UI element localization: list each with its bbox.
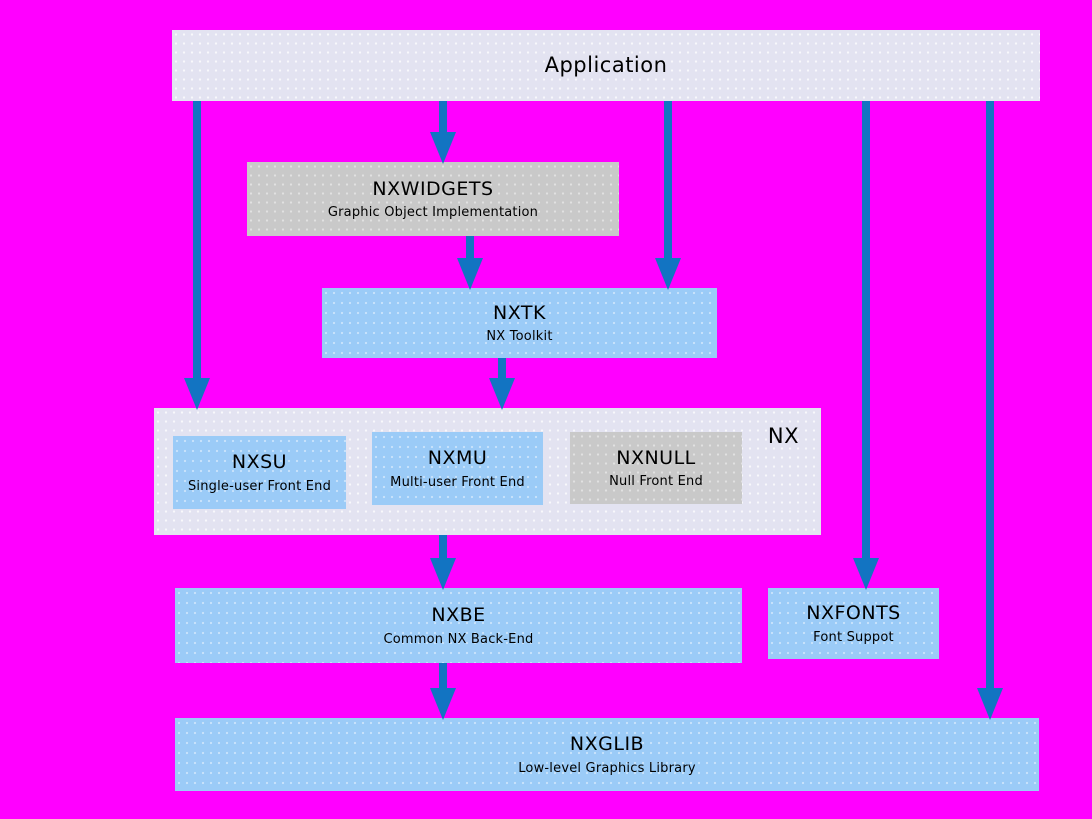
- nxglib-title: NXGLIB: [569, 733, 645, 756]
- nxsu-subtitle: Single-user Front End: [187, 478, 332, 494]
- nxtk-title: NXTK: [493, 301, 546, 324]
- nxnull-title: NXNULL: [616, 446, 696, 469]
- arrow-head-icon: [430, 558, 456, 590]
- arrow-shaft: [664, 101, 672, 264]
- arrow-shaft: [986, 101, 994, 694]
- application-box: Application: [172, 30, 1040, 101]
- nxnull-box: NXNULL Null Front End: [570, 432, 742, 504]
- arrow-shaft: [193, 101, 201, 384]
- arrow-application-to-nxwidgets-icon: [430, 101, 456, 164]
- nxbe-title: NXBE: [431, 604, 486, 627]
- arrow-shaft: [439, 101, 447, 138]
- nx-group-box: NX NXSU Single-user Front End NXMU Multi…: [154, 408, 821, 535]
- nxfonts-subtitle: Font Suppot: [813, 629, 894, 645]
- arrow-shaft: [439, 535, 447, 564]
- arrow-nxtk-to-nx-icon: [489, 358, 515, 410]
- arrow-head-icon: [184, 378, 210, 410]
- nxbe-subtitle: Common NX Back-End: [383, 631, 534, 647]
- nxfonts-box: NXFONTS Font Suppot: [768, 588, 939, 659]
- arrow-nxwidgets-to-nxtk-icon: [457, 236, 483, 290]
- arrow-shaft: [466, 236, 474, 264]
- arrow-application-to-nxglib-icon: [977, 101, 1003, 720]
- application-title: Application: [544, 53, 668, 78]
- arrow-head-icon: [430, 688, 456, 720]
- arrow-shaft: [862, 101, 870, 564]
- nxbe-box: NXBE Common NX Back-End: [175, 588, 742, 663]
- nxglib-box: NXGLIB Low-level Graphics Library: [175, 718, 1039, 791]
- arrow-head-icon: [489, 378, 515, 410]
- arrow-application-to-nxfonts-icon: [853, 101, 879, 590]
- nxfonts-title: NXFONTS: [806, 602, 901, 625]
- nxnull-subtitle: Null Front End: [609, 474, 703, 490]
- arrow-head-icon: [430, 132, 456, 164]
- nxmu-subtitle: Multi-user Front End: [390, 474, 525, 490]
- arrow-nxbe-to-nxglib-icon: [430, 663, 456, 720]
- nxsu-title: NXSU: [231, 451, 288, 474]
- nxglib-subtitle: Low-level Graphics Library: [518, 760, 696, 776]
- arrow-head-icon: [655, 258, 681, 290]
- arrow-application-to-nxtk-icon: [655, 101, 681, 290]
- arrow-head-icon: [853, 558, 879, 590]
- nx-group-label: NX: [767, 424, 799, 448]
- arrow-application-to-nx-icon: [184, 101, 210, 410]
- nxwidgets-box: NXWIDGETS Graphic Object Implementation: [247, 162, 619, 236]
- nxtk-subtitle: NX Toolkit: [486, 329, 553, 345]
- arrow-shaft: [498, 358, 506, 384]
- arrow-head-icon: [457, 258, 483, 290]
- nxsu-box: NXSU Single-user Front End: [173, 436, 346, 509]
- nxwidgets-subtitle: Graphic Object Implementation: [327, 205, 539, 221]
- nxtk-box: NXTK NX Toolkit: [322, 288, 717, 358]
- arrow-shaft: [439, 663, 447, 694]
- arrow-nx-to-nxbe-icon: [430, 535, 456, 590]
- nxmu-title: NXMU: [427, 447, 488, 470]
- nxmu-box: NXMU Multi-user Front End: [372, 432, 543, 505]
- arrow-head-icon: [977, 688, 1003, 720]
- nxwidgets-title: NXWIDGETS: [372, 177, 494, 200]
